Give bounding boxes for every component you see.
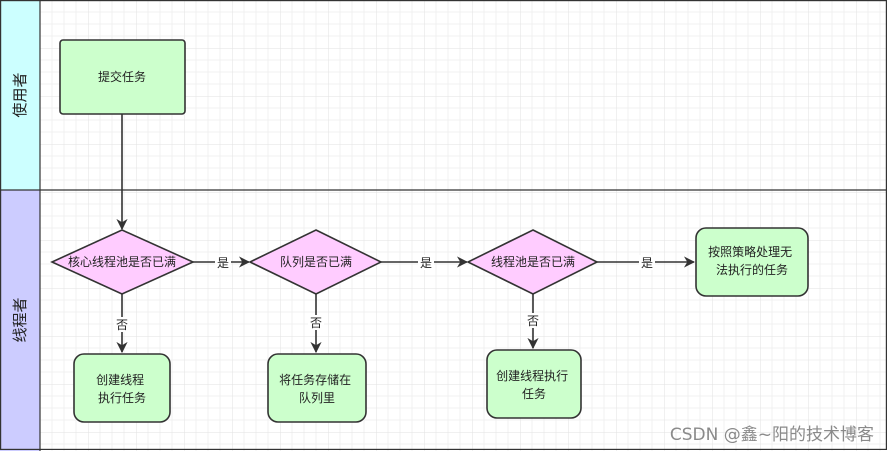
- decision-diamond: [466, 229, 599, 295]
- node-label-line: 任务: [522, 386, 546, 401]
- edge-label-bg: [308, 315, 324, 330]
- node-label-line: 将任务存储在: [279, 372, 351, 387]
- edge-label-queue-no: 否: [310, 316, 322, 330]
- node-label-line: 创建线程执行: [496, 368, 568, 383]
- edge-label-bg: [114, 317, 130, 332]
- edge-label-pool-yes: 是: [641, 256, 653, 270]
- lane-header-thread: [0, 190, 40, 451]
- process-box: [486, 349, 582, 419]
- node-label: 创建线程 执行任务: [96, 372, 148, 405]
- node-label: 队列是否已满: [280, 254, 352, 269]
- node-label-line: 执行任务: [98, 390, 146, 405]
- lane-label-user: 使用者: [11, 72, 29, 117]
- node-label: 提交任务: [98, 69, 146, 84]
- edge-label-core-no: 否: [116, 318, 128, 332]
- node-label: 线程池是否已满: [491, 254, 575, 269]
- node-label: 核心线程池是否已满: [68, 254, 176, 269]
- node-label: 创建线程执行 任务: [496, 368, 572, 401]
- watermark: CSDN @鑫~阳的技术博客: [670, 425, 874, 445]
- edge-label-queue-yes: 是: [420, 256, 432, 270]
- lane-header-user: [0, 0, 40, 190]
- node-create-core-thread: 创建线程 执行任务: [73, 353, 171, 423]
- process-box: [59, 39, 186, 115]
- node-store-in-queue: 将任务存储在 队列里: [267, 353, 367, 423]
- edge-label-bg: [418, 255, 434, 270]
- process-box: [73, 353, 171, 423]
- edge-label-core-yes: 是: [217, 256, 229, 270]
- node-label-line: 按照策略处理无: [708, 244, 792, 259]
- lane-label-thread: 线程者: [11, 297, 29, 342]
- node-queue-full: 队列是否已满: [248, 229, 383, 295]
- process-box: [267, 353, 367, 423]
- node-create-thread: 创建线程执行 任务: [486, 349, 582, 419]
- node-label: 将任务存储在 队列里: [279, 372, 355, 405]
- node-reject-policy: 按照策略处理无 法执行的任务: [695, 227, 809, 297]
- node-pool-full: 线程池是否已满: [466, 229, 599, 295]
- process-box: [695, 227, 809, 297]
- edge-label-bg: [639, 255, 655, 270]
- node-label: 按照策略处理无 法执行的任务: [708, 244, 796, 277]
- node-label-line: 法执行的任务: [716, 262, 788, 277]
- decision-diamond: [248, 229, 383, 295]
- decision-diamond: [50, 229, 195, 295]
- edge-label-bg: [215, 255, 231, 270]
- node-label-line: 队列里: [299, 390, 335, 405]
- node-label-line: 创建线程: [96, 372, 144, 387]
- edge-label-pool-no: 否: [527, 314, 539, 328]
- node-core-pool-full: 核心线程池是否已满: [50, 229, 195, 295]
- edge-label-bg: [525, 313, 541, 328]
- node-submit-task: 提交任务: [59, 39, 186, 115]
